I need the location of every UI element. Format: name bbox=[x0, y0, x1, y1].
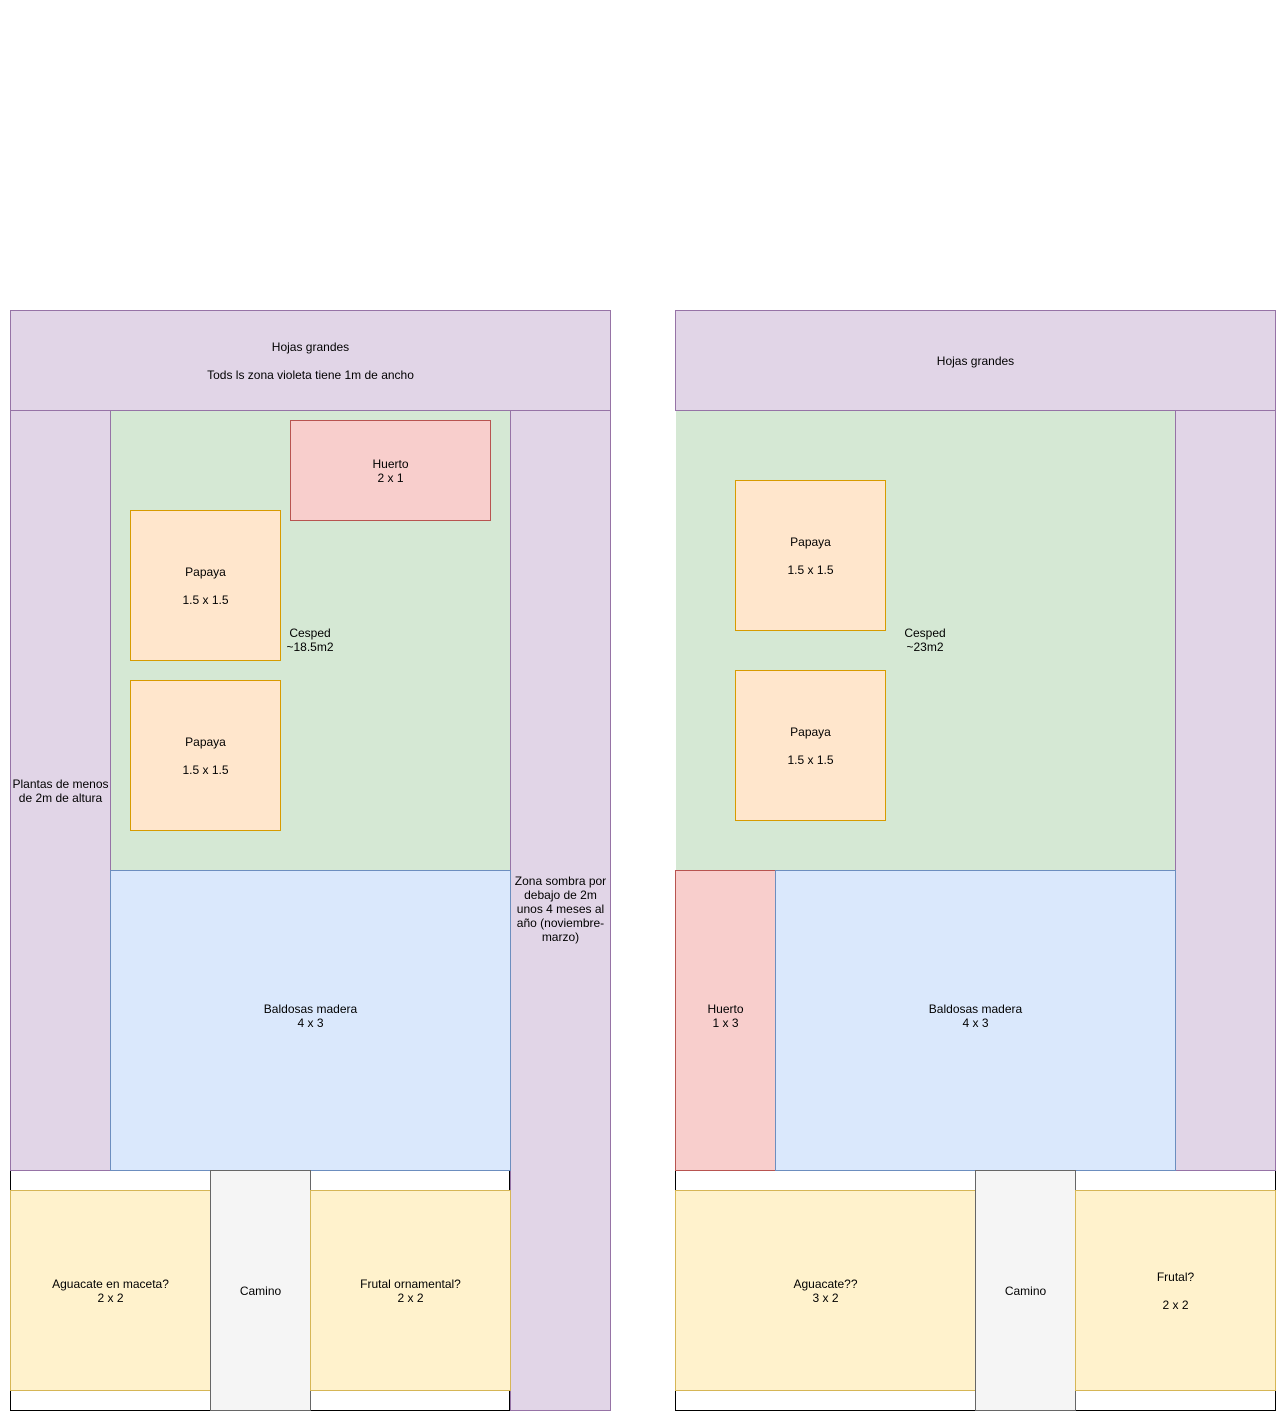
left-huerto-size: 2 x 1 bbox=[377, 470, 404, 485]
right-camino[interactable]: Camino bbox=[975, 1170, 1076, 1411]
right-papaya-1[interactable]: Papaya 1.5 x 1.5 bbox=[735, 480, 886, 631]
left-camino-label: Camino bbox=[239, 1283, 282, 1298]
right-top-band-hojas-grandes[interactable]: Hojas grandes bbox=[675, 310, 1276, 411]
zona-sombra-line3: unos 4 meses al bbox=[516, 902, 605, 916]
left-side-band-line2: de 2m de altura bbox=[18, 790, 103, 805]
right-papaya-2[interactable]: Papaya 1.5 x 1.5 bbox=[735, 670, 886, 821]
zona-sombra-line1: Zona sombra por bbox=[514, 874, 607, 888]
right-baldosas-size: 4 x 3 bbox=[962, 1015, 989, 1030]
left-side-band-line1: Plantas de menos bbox=[12, 776, 109, 791]
left-papaya-1[interactable]: Papaya 1.5 x 1.5 bbox=[130, 510, 281, 661]
left-aguacate[interactable]: Aguacate en maceta?2 x 2 bbox=[10, 1190, 211, 1391]
right-huerto-size: 1 x 3 bbox=[712, 1015, 739, 1030]
right-aguacate-size: 3 x 2 bbox=[812, 1290, 839, 1305]
right-frutal[interactable]: Frutal? 2 x 2 bbox=[1075, 1190, 1276, 1391]
left-top-band-title: Hojas grandes bbox=[271, 339, 350, 354]
left-aguacate-size: 2 x 2 bbox=[97, 1290, 124, 1305]
right-papaya-2-size: 1.5 x 1.5 bbox=[787, 752, 834, 767]
left-papaya-2-name: Papaya bbox=[185, 734, 226, 749]
right-baldosas-name: Baldosas madera bbox=[928, 1001, 1023, 1016]
left-huerto-name: Huerto bbox=[372, 456, 409, 471]
left-aguacate-name: Aguacate en maceta? bbox=[52, 1276, 169, 1291]
left-right-band-zona-sombra[interactable]: Zona sombra por debajo de 2m unos 4 mese… bbox=[510, 410, 611, 1411]
right-top-band-title: Hojas grandes bbox=[936, 353, 1015, 368]
left-papaya-1-name: Papaya bbox=[185, 564, 226, 579]
left-frutal-size: 2 x 2 bbox=[397, 1290, 424, 1305]
right-frutal-name: Frutal? bbox=[1156, 1269, 1195, 1284]
left-cesped-area-value: ~18.5m2 bbox=[286, 640, 334, 654]
left-papaya-2[interactable]: Papaya 1.5 x 1.5 bbox=[130, 680, 281, 831]
right-cesped-label: Cesped ~23m2 bbox=[885, 626, 965, 654]
left-frutal-ornamental[interactable]: Frutal ornamental?2 x 2 bbox=[310, 1190, 511, 1391]
right-huerto-name: Huerto bbox=[707, 1001, 744, 1016]
right-papaya-2-name: Papaya bbox=[790, 724, 831, 739]
left-top-band-note: Tods ls zona violeta tiene 1m de ancho bbox=[207, 367, 414, 382]
right-aguacate[interactable]: Aguacate??3 x 2 bbox=[675, 1190, 976, 1391]
left-cesped-label: Cesped ~18.5m2 bbox=[270, 626, 350, 654]
left-papaya-1-size: 1.5 x 1.5 bbox=[182, 592, 229, 607]
right-papaya-1-size: 1.5 x 1.5 bbox=[787, 562, 834, 577]
left-camino[interactable]: Camino bbox=[210, 1170, 311, 1411]
right-frutal-size: 2 x 2 bbox=[1162, 1297, 1189, 1312]
left-baldosas-size: 4 x 3 bbox=[297, 1015, 324, 1030]
right-cesped-name: Cesped bbox=[904, 626, 946, 640]
right-side-band[interactable] bbox=[1175, 410, 1276, 1171]
left-papaya-2-size: 1.5 x 1.5 bbox=[182, 762, 229, 777]
left-cesped-name: Cesped bbox=[289, 626, 331, 640]
zona-sombra-line5: marzo) bbox=[541, 930, 580, 944]
right-camino-label: Camino bbox=[1004, 1283, 1047, 1298]
zona-sombra-line2: debajo de 2m bbox=[524, 888, 597, 902]
left-baldosas-name: Baldosas madera bbox=[263, 1001, 358, 1016]
right-aguacate-name: Aguacate?? bbox=[793, 1276, 858, 1291]
left-frutal-name: Frutal ornamental? bbox=[360, 1276, 461, 1291]
right-papaya-1-name: Papaya bbox=[790, 534, 831, 549]
zona-sombra-line4: año (noviembre- bbox=[516, 916, 605, 930]
right-cesped-area-value: ~23m2 bbox=[906, 640, 944, 654]
